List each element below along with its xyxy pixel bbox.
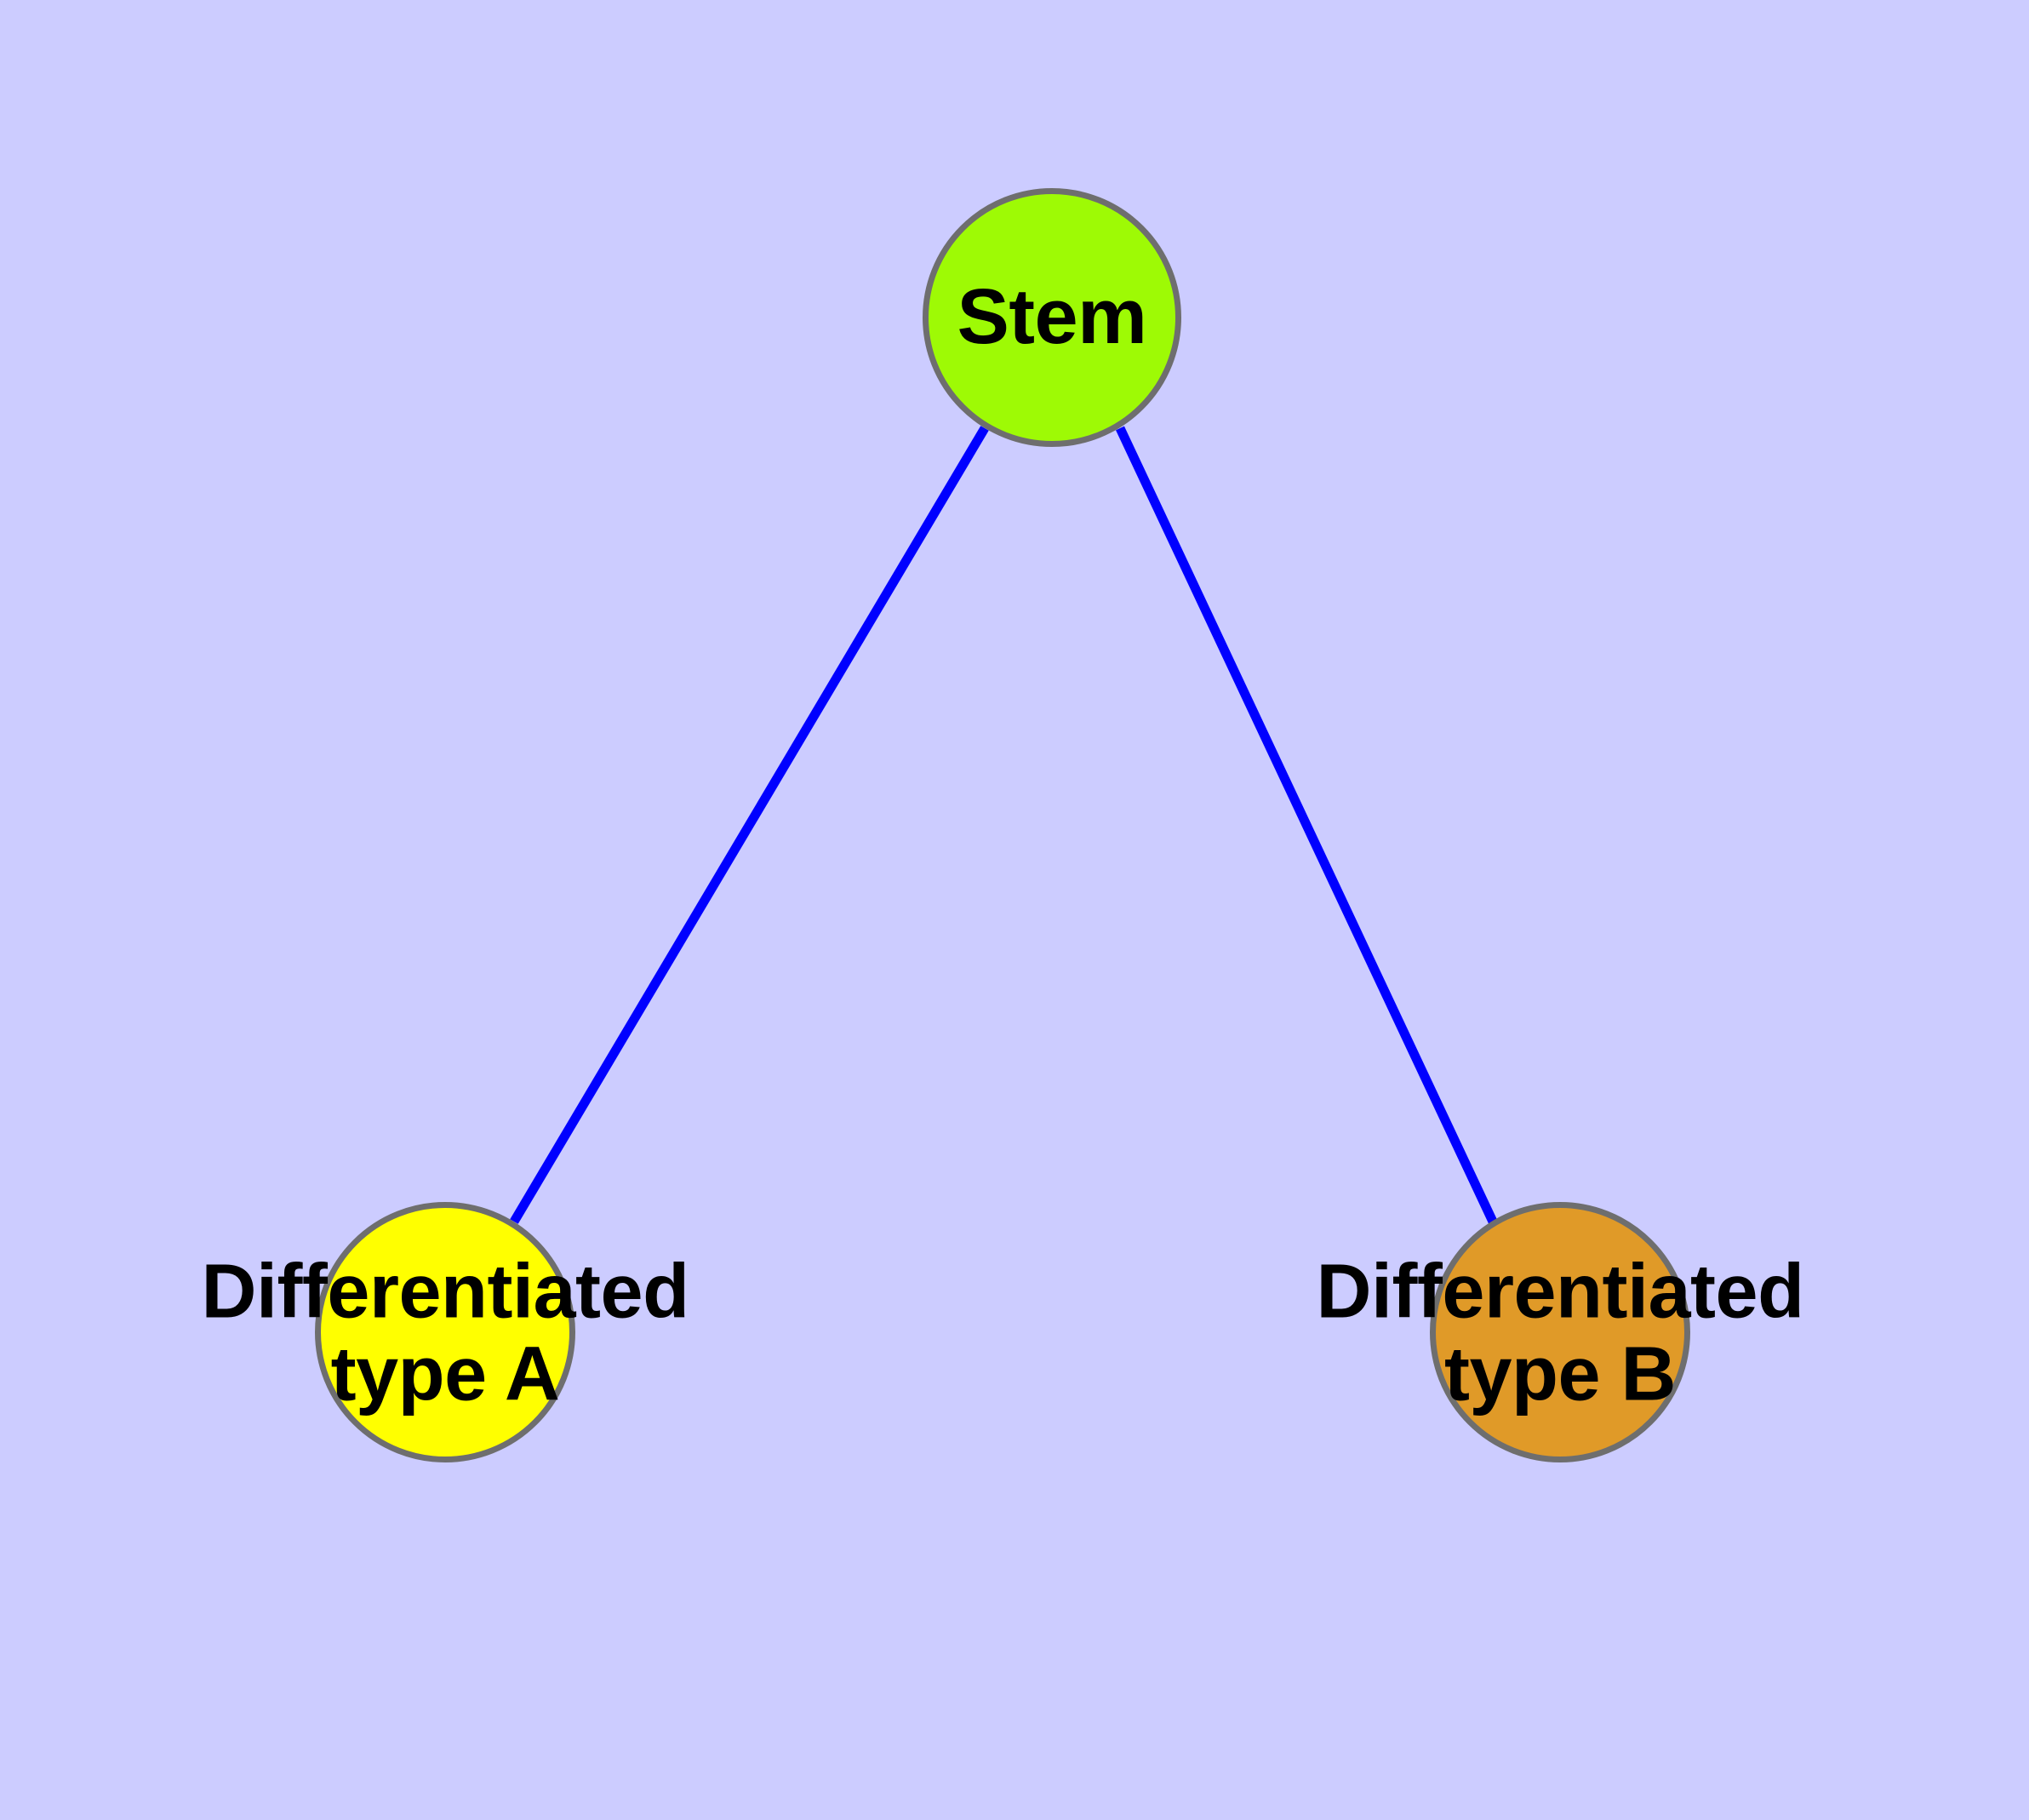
edge-stem-to-diff-a[interactable]	[510, 426, 989, 1224]
edge-stem-to-diff-b[interactable]	[1116, 426, 1497, 1224]
node-stem[interactable]	[923, 188, 1181, 447]
node-differentiated-type-b[interactable]	[1430, 1202, 1690, 1462]
node-differentiated-type-a[interactable]	[315, 1202, 575, 1462]
